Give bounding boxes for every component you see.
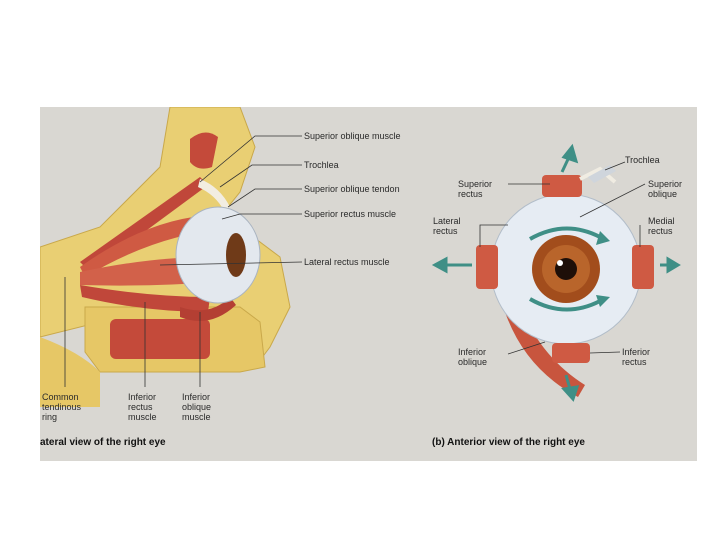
label-inferior-oblique-muscle: Inferior oblique muscle xyxy=(182,392,211,422)
label-medial-rectus: Medial rectus xyxy=(648,216,675,236)
label-lateral-rectus: Lateral rectus xyxy=(433,216,461,236)
lateral-rectus-block xyxy=(476,245,498,289)
label-lateral-rectus-muscle: Lateral rectus muscle xyxy=(304,257,390,267)
left-eyeball xyxy=(176,207,260,303)
pupil-highlight xyxy=(557,260,563,266)
label-trochlea-anterior: Trochlea xyxy=(625,155,660,165)
label-superior-oblique-tendon: Superior oblique tendon xyxy=(304,184,400,194)
inferior-rectus-block xyxy=(552,343,590,363)
label-trochlea-lateral: Trochlea xyxy=(304,160,339,170)
left-cornea xyxy=(226,233,246,277)
label-inferior-rectus-muscle: Inferior rectus muscle xyxy=(128,392,157,422)
medial-rectus-block xyxy=(632,245,654,289)
label-common-tendinous-ring: Common tendinous ring xyxy=(42,392,81,422)
superior-rectus-block xyxy=(542,175,582,197)
maxillary-sinus xyxy=(110,319,210,359)
label-superior-oblique: Superior oblique xyxy=(648,179,682,199)
caption-anterior-view: (b) Anterior view of the right eye xyxy=(432,437,585,448)
label-inferior-oblique: Inferior oblique xyxy=(458,347,487,367)
label-inferior-rectus: Inferior rectus xyxy=(622,347,650,367)
label-superior-rectus-muscle: Superior rectus muscle xyxy=(304,209,396,219)
label-superior-rectus: Superior rectus xyxy=(458,179,492,199)
lateral-view-figure xyxy=(40,107,302,407)
caption-lateral-view: ateral view of the right eye xyxy=(40,437,166,448)
textbook-photo: Superior oblique muscle Trochlea Superio… xyxy=(40,107,697,461)
label-superior-oblique-muscle: Superior oblique muscle xyxy=(304,131,401,141)
